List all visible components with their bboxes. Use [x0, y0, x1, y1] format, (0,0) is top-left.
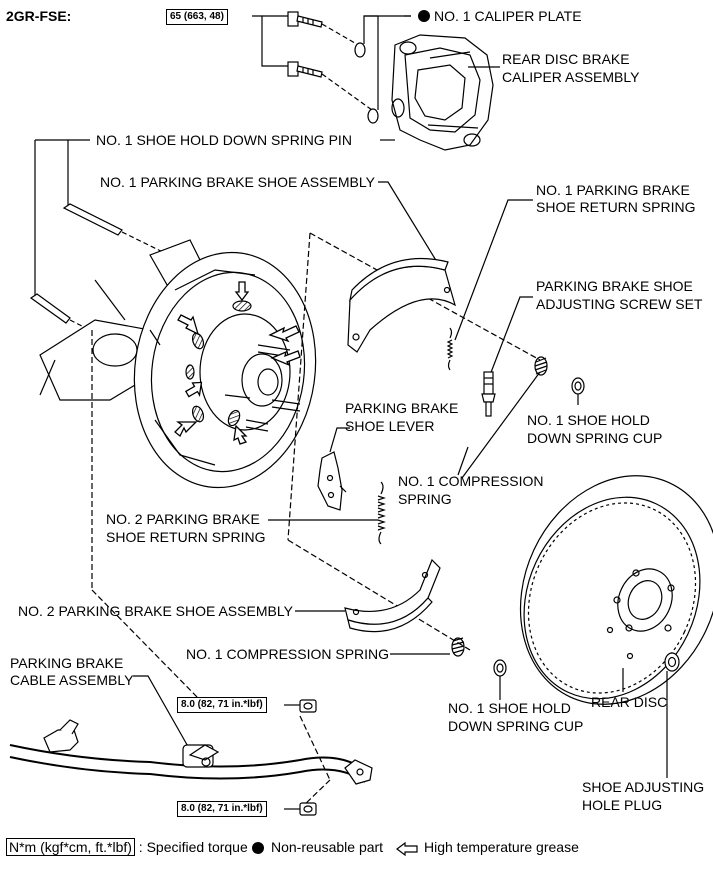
hole-plug — [664, 652, 680, 672]
torque-spec-cable-bolt-lower: 8.0 (82, 71 in.*lbf) — [177, 801, 267, 817]
label-caliper-plate: NO. 1 CALIPER PLATE — [434, 8, 582, 24]
return-spring-no1 — [446, 327, 454, 371]
hold-down-cup-upper — [571, 377, 585, 395]
label-return-spring-no1-line1: NO. 1 PARKING BRAKE — [536, 182, 690, 198]
label-hold-down-cup-no1-line2: DOWN SPRING CUP — [527, 430, 663, 446]
label-caliper-assembly-line1: REAR DISC BRAKE — [502, 51, 630, 67]
return-spring-no2 — [377, 481, 386, 545]
torque-spec-cable-bolt-upper: 8.0 (82, 71 in.*lbf) — [177, 697, 267, 713]
label-parking-shoe-no1: NO. 1 PARKING BRAKE SHOE ASSEMBLY — [100, 174, 375, 190]
label-cable-assembly-line1: PARKING BRAKE — [10, 655, 124, 671]
torque-spec-caliper-bolt: 65 (663, 48) — [166, 9, 228, 25]
label-return-spring-no1-line2: SHOE RETURN SPRING — [536, 199, 696, 215]
cable-bolt-upper — [299, 699, 317, 713]
cable-bolt-lower — [299, 802, 317, 816]
label-shoe-lever-line2: SHOE LEVER — [345, 418, 435, 434]
parking-brake-cable — [9, 719, 373, 785]
hold-down-cup-lower — [493, 659, 507, 677]
engine-code: 2GR-FSE: — [6, 8, 72, 24]
label-cable-assembly-line2: CABLE ASSEMBLY — [10, 672, 134, 688]
label-return-spring-no2-line1: NO. 2 PARKING BRAKE — [106, 511, 260, 527]
caliper-assembly — [391, 34, 494, 151]
legend-torque-text: : Specified torque — [138, 839, 248, 855]
label-hold-down-cup-no1-line1: NO. 1 SHOE HOLD — [527, 412, 650, 428]
parking-brake-shoe-no2 — [344, 558, 441, 633]
label-hole-plug-line1: SHOE ADJUSTING — [582, 779, 705, 795]
legend-nonreusable-text: Non-reusable part — [271, 839, 384, 855]
label-shoe-lever-line1: PARKING BRAKE — [345, 400, 459, 416]
caliper-bolt-lower — [287, 61, 323, 78]
label-hole-plug-line2: HOLE PLUG — [582, 797, 663, 813]
legend: N*m (kgf*cm, ft.*lbf) : Specified torque — [6, 838, 248, 856]
parking-brake-shoe-no1 — [347, 257, 456, 353]
grease-arrow-icon — [174, 281, 301, 445]
label-compression-spring-upper-line2: SPRING — [398, 491, 452, 507]
compression-spring-upper — [534, 356, 548, 376]
label-adjusting-screw-line1: PARKING BRAKE SHOE — [536, 278, 693, 294]
label-hold-down-pin: NO. 1 SHOE HOLD DOWN SPRING PIN — [96, 132, 352, 148]
parking-brake-shoe-lever — [317, 451, 347, 511]
label-compression-spring-lower: NO. 1 COMPRESSION SPRING — [186, 646, 390, 662]
label-caliper-assembly-line2: CALIPER ASSEMBLY — [502, 69, 640, 85]
hold-down-pin-upper — [62, 203, 176, 259]
rear-disc — [519, 475, 713, 705]
grease-pads — [185, 300, 252, 427]
label-adjusting-screw-line2: ADJUSTING SCREW SET — [536, 296, 703, 312]
caliper-bolt-upper — [287, 11, 323, 28]
nonreusable-marker-icon — [418, 10, 430, 22]
caliper-plate-clip — [354, 42, 379, 124]
compression-spring-lower — [451, 637, 465, 657]
filled-circle-icon — [252, 842, 264, 854]
adjusting-screw-set — [481, 371, 496, 417]
hollow-arrow-icon — [396, 842, 418, 856]
label-compression-spring-upper-line1: NO. 1 COMPRESSION — [398, 473, 544, 489]
legend-torque-unit: N*m (kgf*cm, ft.*lbf) — [6, 838, 135, 856]
label-hold-down-cup-no2-line1: NO. 1 SHOE HOLD — [448, 700, 571, 716]
legend-grease-text: High temperature grease — [424, 839, 579, 855]
label-return-spring-no2-line2: SHOE RETURN SPRING — [106, 529, 266, 545]
label-parking-shoe-no2: NO. 2 PARKING BRAKE SHOE ASSEMBLY — [18, 603, 293, 619]
label-rear-disc: REAR DISC — [591, 694, 668, 710]
label-hold-down-cup-no2-line2: DOWN SPRING CUP — [448, 718, 584, 734]
backing-plate-assembly — [39, 239, 317, 489]
